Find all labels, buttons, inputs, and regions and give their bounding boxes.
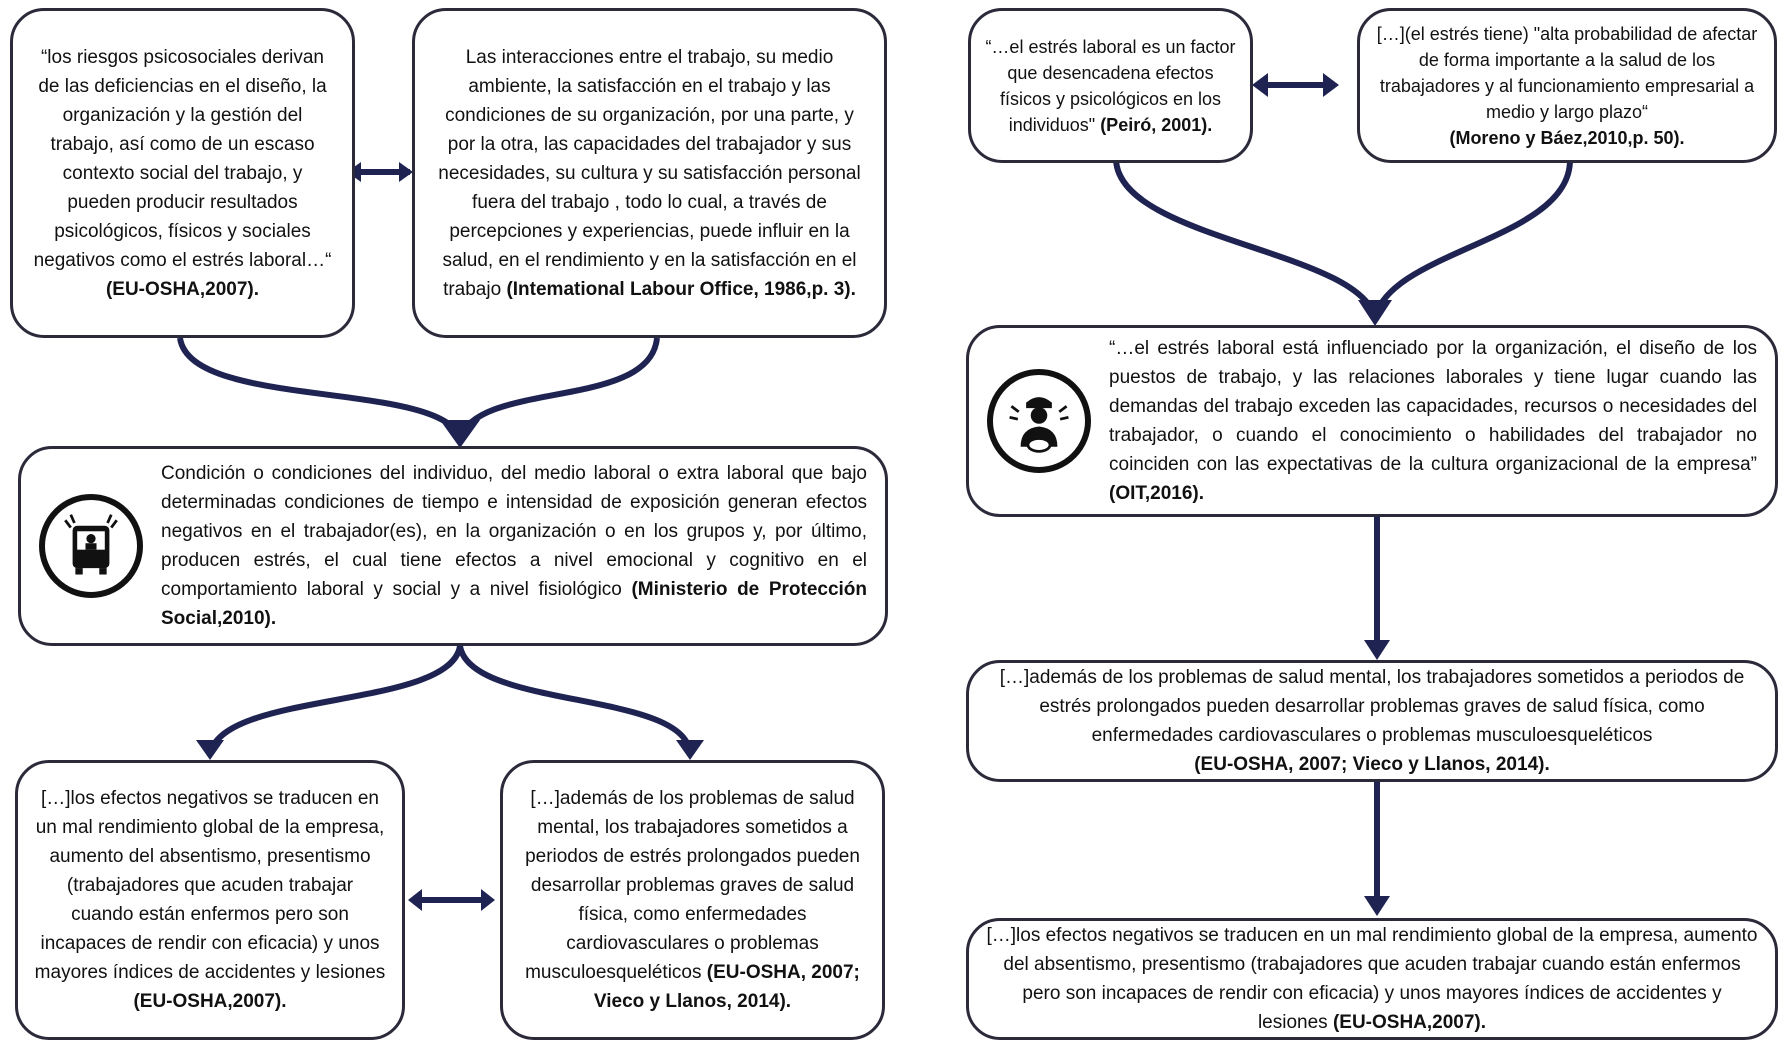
left-box5-quote: […]además de los problemas de salud ment… <box>525 788 860 983</box>
curve-left-box2-to-box3 <box>457 337 660 440</box>
left-box4-quote: […]los efectos negativos se traducen en … <box>34 788 386 983</box>
right-box5-quote: […]los efectos negativos se traducen en … <box>986 925 1758 1033</box>
left-quote-box-2: Las interacciones entre el trabajo, su m… <box>412 8 887 338</box>
curve-left-box3-to-box5 <box>457 645 693 756</box>
right-box3-quote: “…el estrés laboral está influenciado po… <box>1109 338 1757 475</box>
right-box4-citation: (EU-OSHA, 2007; Vieco y Llanos, 2014). <box>1194 754 1550 775</box>
right-box3-citation: (OIT,2016). <box>1109 483 1205 504</box>
driver-stress-icon <box>987 369 1091 473</box>
curve-right-box2-to-box3 <box>1372 159 1573 319</box>
left-box2-citation: (Intemational Labour Office, 1986,p. 3). <box>506 278 856 300</box>
left-box3-citation: (Ministerio de Protección Social,2010). <box>161 579 868 629</box>
curve-left-box3-to-box4 <box>207 645 463 756</box>
left-quote-box-5: […]además de los problemas de salud ment… <box>500 760 885 1040</box>
curve-right-box1-to-box3 <box>1113 159 1378 319</box>
left-definition-box: Condición o condiciones del individuo, d… <box>18 446 888 646</box>
bus-driver-stress-icon <box>39 494 143 598</box>
left-quote-box-4: […]los efectos negativos se traducen en … <box>15 760 405 1040</box>
left-box5-citation: (EU-OSHA, 2007; Vieco y Llanos, 2014). <box>593 962 860 1012</box>
right-quote-box-4: […]además de los problemas de salud ment… <box>966 660 1778 782</box>
right-quote-box-5: […]los efectos negativos se traducen en … <box>966 918 1778 1040</box>
right-box2-quote: […](el estrés tiene) "alta probabilidad … <box>1376 23 1758 122</box>
right-definition-box: “…el estrés laboral está influenciado po… <box>966 325 1778 517</box>
right-box1-citation: (Peiró, 2001). <box>1100 114 1213 135</box>
right-box2-citation: (Moreno y Báez,2010,p. 50). <box>1449 127 1685 148</box>
right-box4-quote: […]además de los problemas de salud ment… <box>999 667 1745 746</box>
left-box3-quote: Condición o condiciones del individuo, d… <box>161 463 867 600</box>
right-quote-box-2: […](el estrés tiene) "alta probabilidad … <box>1357 8 1777 163</box>
right-box1-quote: “…el estrés laboral es un factor que des… <box>985 36 1236 135</box>
curve-left-box1-to-box3 <box>177 337 463 440</box>
left-box2-quote: Las interacciones entre el trabajo, su m… <box>438 46 861 300</box>
left-box4-citation: (EU-OSHA,2007). <box>133 991 287 1012</box>
right-box5-citation: (EU-OSHA,2007). <box>1332 1012 1487 1033</box>
left-quote-box-1: “los riesgos psicosociales derivan de la… <box>10 8 355 338</box>
right-quote-box-1: “…el estrés laboral es un factor que des… <box>968 8 1253 163</box>
left-box1-citation: (EU-OSHA,2007). <box>105 278 260 300</box>
left-box1-quote: “los riesgos psicosociales derivan de la… <box>33 46 332 271</box>
